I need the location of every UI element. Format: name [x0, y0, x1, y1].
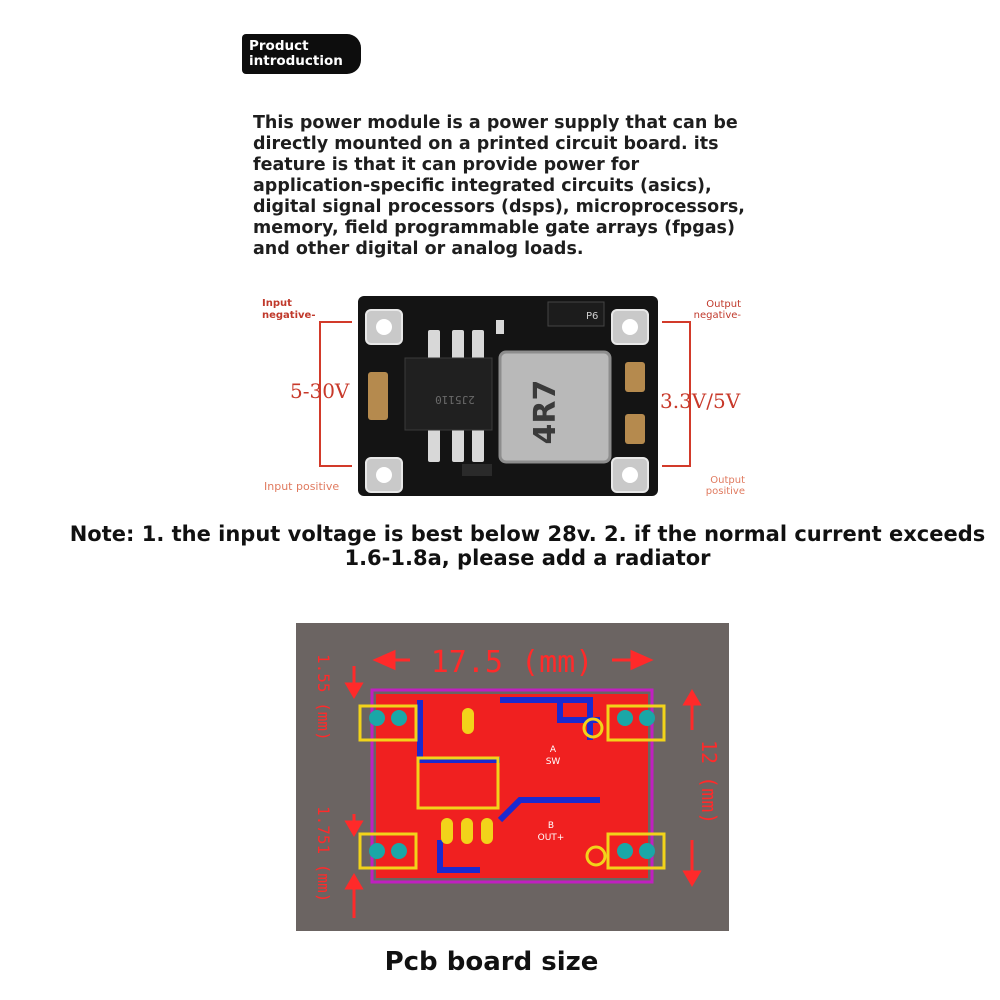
- intro-line: and other digital or analog loads.: [253, 239, 584, 259]
- intro-line: application-specific integrated circuits…: [253, 176, 712, 196]
- dimension-top-margin-label: 1.55 (mm): [314, 654, 333, 741]
- pcb-drawing: A SW B OUT+ 17.5 (mm) 1.55 (mm) 1.751 (m…: [296, 623, 729, 931]
- net-label-out: OUT+: [538, 833, 565, 843]
- net-label-sw: SW: [546, 757, 561, 767]
- intro-line: This power module is a power supply that…: [253, 113, 738, 133]
- section-badge: Product introduction: [242, 34, 361, 74]
- intro-line: digital signal processors (dsps), microp…: [253, 197, 745, 217]
- note: Note: 1. the input voltage is best below…: [60, 522, 995, 570]
- dimension-width-label: 17.5 (mm): [431, 645, 594, 680]
- label-output-negative: negative-: [694, 310, 742, 321]
- capacitor: [625, 414, 645, 444]
- badge-line-2: introduction: [249, 53, 343, 69]
- pcb-caption: Pcb board size: [384, 947, 599, 977]
- dimension-bottom-margin-label: 1.751 (mm): [314, 806, 333, 902]
- label-input-negative: negative-: [262, 310, 315, 321]
- small-chip: [547, 301, 605, 327]
- pcb-outline: [370, 688, 654, 884]
- capacitor: [368, 372, 388, 420]
- label-output-negative: Output: [706, 299, 741, 310]
- ic-marking: 2J5110: [435, 393, 475, 406]
- label-output-positive: positive: [706, 486, 745, 497]
- label-input-voltage: 5-30V: [290, 379, 350, 403]
- intro-line: memory, field programmable gate arrays (…: [253, 218, 735, 238]
- label-input-negative: Input: [262, 298, 292, 309]
- intro-line: feature is that it can provide power for: [253, 155, 640, 175]
- inductor: [498, 350, 612, 464]
- note-line-1: Note: 1. the input voltage is best below…: [69, 522, 986, 546]
- badge-line-1: Product: [249, 38, 309, 54]
- intro-line: directly mounted on a printed circuit bo…: [253, 134, 719, 154]
- intro-paragraph: This power module is a power supply that…: [253, 113, 773, 260]
- inductor-marking: 4R7: [528, 380, 563, 445]
- note-line-2: 1.6-1.8a, please add a radiator: [344, 546, 711, 570]
- module-photo: 2J5110 4R7 P6 Input negative- Output neg…: [262, 296, 745, 497]
- label-input-positive: Input positive: [264, 480, 339, 493]
- label-output-voltage: 3.3V/5V: [660, 389, 741, 413]
- net-label-b: B: [548, 821, 554, 831]
- capacitor: [625, 362, 645, 392]
- net-label-a: A: [550, 745, 557, 755]
- chip-marking: P6: [586, 311, 598, 322]
- label-output-positive: Output: [710, 475, 745, 486]
- dimension-height-label: 12 (mm): [697, 740, 721, 824]
- controller-ic: [404, 357, 493, 431]
